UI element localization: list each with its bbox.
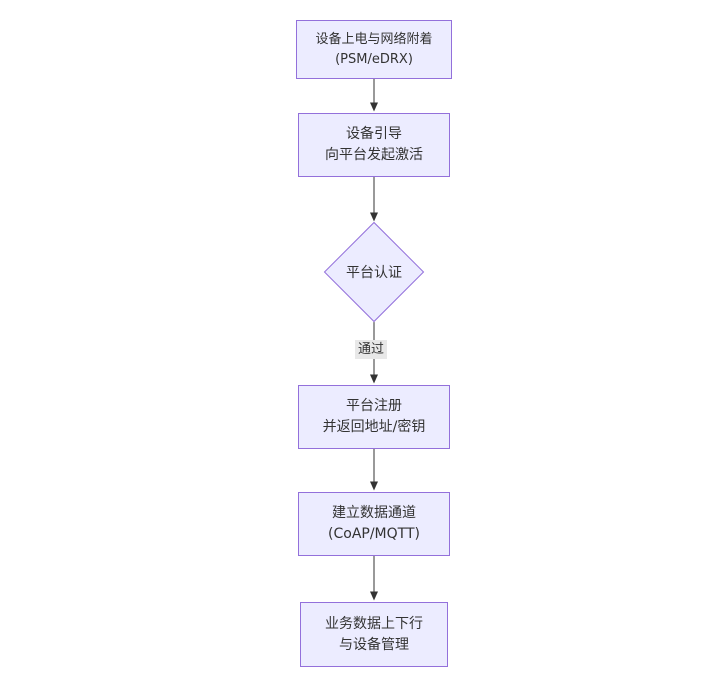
edge-label-pass: 通过	[354, 340, 388, 359]
flow-node-platform-auth: 平台认证	[322, 221, 426, 322]
node-label-line: 向平台发起激活	[325, 147, 423, 163]
flow-node-data-channel: 建立数据通道 (CoAP/MQTT)	[298, 492, 450, 556]
node-label-line: (PSM/eDRX)	[335, 51, 413, 67]
flow-node-power-attach: 设备上电与网络附着 (PSM/eDRX)	[296, 20, 452, 79]
node-label-line: 平台认证	[346, 264, 402, 281]
flow-node-business-data: 业务数据上下行 与设备管理	[300, 602, 448, 667]
flow-node-platform-register: 平台注册 并返回地址/密钥	[298, 385, 450, 449]
node-label-line: 设备引导	[346, 126, 402, 142]
node-label-line: 与设备管理	[339, 636, 409, 653]
node-label-line: 建立数据通道	[332, 505, 416, 521]
node-label-line: (CoAP/MQTT)	[328, 526, 420, 542]
node-label-line: 业务数据上下行	[325, 615, 423, 632]
node-label-line: 平台注册	[346, 398, 402, 414]
flow-node-bootstrap: 设备引导 向平台发起激活	[298, 113, 450, 177]
node-label-line: 设备上电与网络附着	[315, 31, 433, 47]
node-label-line: 并返回地址/密钥	[322, 419, 426, 435]
